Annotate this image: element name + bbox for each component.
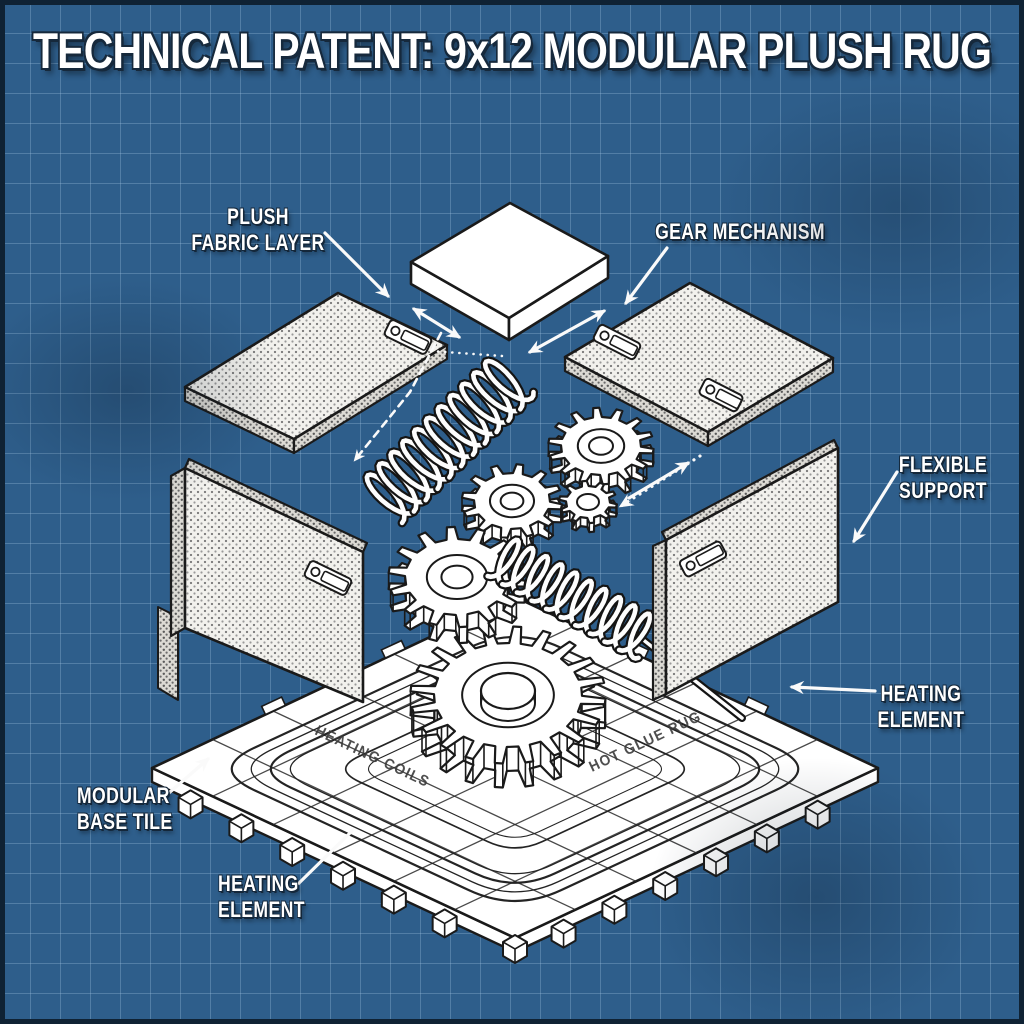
plush-fabric-top-tile bbox=[409, 201, 610, 342]
label-plush-fabric-layer: PLUSH FABRIC LAYER bbox=[191, 204, 325, 256]
label-flexible-support: FLEXIBLE SUPPORT bbox=[898, 452, 988, 504]
arrow-gear-mechanism bbox=[624, 246, 669, 306]
flexible-support-right-panel bbox=[651, 438, 840, 702]
arrow-plush-fabric bbox=[323, 231, 390, 298]
label-gear-mechanism: GEAR MECHANISM bbox=[655, 219, 825, 244]
plush-tile-upper-left bbox=[183, 291, 449, 455]
label-heating-element-bottom: HEATING ELEMENT bbox=[218, 871, 305, 923]
flexible-support-left-panel bbox=[157, 457, 369, 704]
arrow-flexible-support bbox=[852, 470, 899, 544]
arrow-heating-element-right bbox=[789, 680, 877, 695]
page-title: TECHNICAL PATENT: 9x12 MODULAR PLUSH RUG bbox=[32, 23, 992, 79]
label-modular-base-tile: MODULAR BASE TILE bbox=[77, 783, 173, 835]
label-heating-element-right: HEATING ELEMENT bbox=[877, 681, 965, 733]
